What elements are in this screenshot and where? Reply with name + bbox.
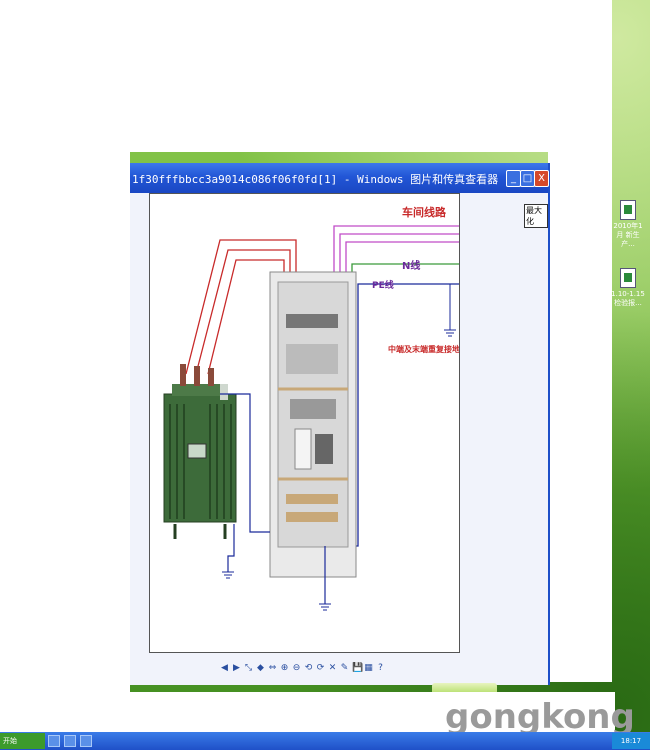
image-display-area: 车间线路 N线 PE线 中端及末端重复接地 — [149, 193, 460, 653]
zoom-in-icon[interactable]: ⊕ — [280, 662, 289, 673]
page-white-right — [548, 152, 612, 682]
transformer-ground-symbol — [222, 571, 234, 579]
desktop-icon-report[interactable]: 2010年1月 新生产... — [611, 200, 645, 249]
edit-icon[interactable]: ▦ — [364, 662, 373, 673]
zoom-out-icon[interactable]: ⊖ — [292, 662, 301, 673]
previous-image-icon[interactable]: ◀ — [221, 662, 228, 673]
watermark-text: gongkong — [445, 697, 635, 737]
close-button[interactable]: X — [534, 170, 549, 187]
pe-line — [345, 283, 459, 547]
quick-launch-icon[interactable] — [64, 735, 76, 747]
cabinet-ground-symbol — [319, 603, 331, 611]
window-title: 1f30fffbbcc3a9014c086f06f0fd[1] - Window… — [132, 173, 499, 186]
rotate-counterclockwise-icon[interactable]: ⟳ — [316, 662, 325, 673]
desktop-icon-inspection[interactable]: 1.10-1.15 检验报... — [611, 268, 645, 308]
distribution-cabinet — [269, 271, 357, 578]
page-white-bottom — [0, 692, 615, 732]
repeat-ground-symbol — [444, 329, 456, 337]
print-icon[interactable]: ✎ — [340, 662, 349, 673]
transformer-ground-wire — [227, 524, 235, 572]
pe-line-label: PE线 — [372, 279, 394, 291]
best-fit-icon[interactable]: ⤡ — [244, 662, 253, 673]
rotate-clockwise-icon[interactable]: ⟲ — [304, 662, 313, 673]
window-titlebar[interactable]: 1f30fffbbcc3a9014c086f06f0fd[1] - Window… — [130, 163, 549, 193]
n-line — [351, 263, 459, 546]
delete-icon[interactable]: ✕ — [328, 662, 337, 673]
repeat-ground-label: 中端及末端重复接地 — [388, 344, 459, 354]
excel-file-icon — [620, 268, 636, 288]
system-clock[interactable]: 18:17 — [612, 733, 650, 749]
taskbar-quick-launch — [48, 735, 92, 747]
maximize-tooltip: 最大化 — [524, 204, 548, 228]
transformer-neutral-wire — [220, 393, 270, 533]
help-icon[interactable]: ? — [378, 662, 383, 673]
maximize-button[interactable]: □ — [520, 170, 535, 187]
viewer-toolbar: ◀ ▶ ⤡ ◆ ⇔ ⊕ ⊖ ⟲ ⟳ ✕ ✎ 💾 ▦ ? — [220, 660, 385, 676]
next-image-icon[interactable]: ▶ — [233, 662, 240, 673]
workshop-line-label: 车间线路 — [402, 205, 447, 219]
transformer — [163, 364, 237, 539]
slideshow-icon[interactable]: ⇔ — [268, 662, 277, 673]
n-line-label: N线 — [402, 259, 420, 272]
save-icon[interactable]: 💾 — [352, 662, 364, 673]
desktop-icon-label: 1.10-1.15 检验报... — [611, 290, 645, 307]
quick-launch-icon[interactable] — [80, 735, 92, 747]
phase-lines — [185, 239, 297, 375]
minimize-button[interactable]: _ — [506, 170, 521, 187]
desktop-highlight — [432, 683, 497, 693]
page-white-left — [0, 152, 130, 712]
actual-size-icon[interactable]: ◆ — [257, 662, 264, 673]
desktop-icon-label: 2010年1月 新生产... — [613, 222, 643, 248]
taskbar — [0, 732, 650, 750]
start-button[interactable]: 开始 — [0, 733, 45, 749]
excel-file-icon — [620, 200, 636, 220]
wiring-diagram: 车间线路 N线 PE线 中端及末端重复接地 — [163, 205, 459, 611]
page-white-area — [0, 0, 612, 152]
image-viewer-window: 1f30fffbbcc3a9014c086f06f0fd[1] - Window… — [130, 163, 550, 685]
quick-launch-icon[interactable] — [48, 735, 60, 747]
